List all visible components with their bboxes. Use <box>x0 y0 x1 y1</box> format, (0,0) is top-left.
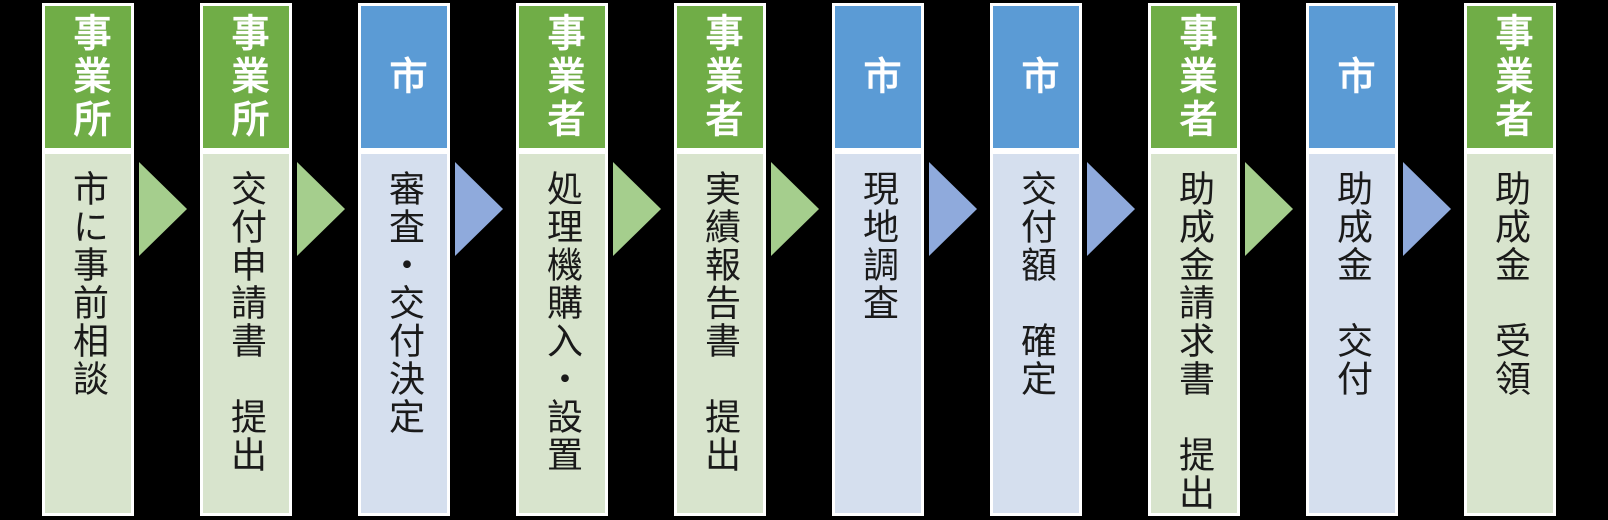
actor-label: 事業所 <box>225 12 267 142</box>
actor-header: 市 <box>832 3 924 151</box>
actor-label: 市 <box>383 55 425 99</box>
flow-step: 事業者 助成金 受領 <box>1464 3 1556 516</box>
flow-step: 市 審査・交付決定 <box>358 3 450 516</box>
actor-header: 事業所 <box>200 3 292 151</box>
step-label: 助成金 受領 <box>1490 170 1531 398</box>
step-label: 助成金請求書 提出 <box>1174 170 1215 512</box>
step-body: 交付申請書 提出 <box>200 151 292 516</box>
actor-header: 市 <box>358 3 450 151</box>
arrow-right-icon <box>771 162 819 256</box>
actor-header: 事業者 <box>674 3 766 151</box>
arrow-right-icon <box>613 162 661 256</box>
arrow-right-icon <box>929 162 977 256</box>
flow-step: 事業者 実績報告書 提出 <box>674 3 766 516</box>
step-body: 交付額 確定 <box>990 151 1082 516</box>
arrow-gap <box>1398 3 1464 516</box>
actor-label: 事業所 <box>67 12 109 142</box>
actor-header: 事業者 <box>1148 3 1240 151</box>
step-body: 審査・交付決定 <box>358 151 450 516</box>
arrow-gap <box>766 3 832 516</box>
actor-header: 事業者 <box>516 3 608 151</box>
arrow-gap <box>924 3 990 516</box>
actor-header: 市 <box>990 3 1082 151</box>
flow-step: 市 交付額 確定 <box>990 3 1082 516</box>
step-body: 市に事前相談 <box>42 151 134 516</box>
actor-header: 市 <box>1306 3 1398 151</box>
flow-step: 市 現地調査 <box>832 3 924 516</box>
arrow-gap <box>450 3 516 516</box>
step-body: 助成金請求書 提出 <box>1148 151 1240 516</box>
flow-step: 事業者 処理機購入・設置 <box>516 3 608 516</box>
actor-header: 事業者 <box>1464 3 1556 151</box>
arrow-right-icon <box>1245 162 1293 256</box>
actor-label: 事業者 <box>1489 12 1531 142</box>
flow-step: 事業者 助成金請求書 提出 <box>1148 3 1240 516</box>
step-label: 助成金 交付 <box>1332 170 1373 398</box>
actor-label: 市 <box>1331 55 1373 99</box>
arrow-right-icon <box>455 162 503 256</box>
step-body: 処理機購入・設置 <box>516 151 608 516</box>
actor-label: 事業者 <box>541 12 583 142</box>
step-body: 現地調査 <box>832 151 924 516</box>
step-label: 実績報告書 提出 <box>700 170 741 474</box>
step-label: 市に事前相談 <box>68 170 109 398</box>
actor-label: 事業者 <box>1173 12 1215 142</box>
actor-label: 市 <box>1015 55 1057 99</box>
arrow-gap <box>1240 3 1306 516</box>
arrow-right-icon <box>1087 162 1135 256</box>
flow-step: 事業所 市に事前相談 <box>42 3 134 516</box>
arrow-gap <box>1082 3 1148 516</box>
step-label: 現地調査 <box>858 170 899 322</box>
arrow-gap <box>608 3 674 516</box>
step-label: 交付額 確定 <box>1016 170 1057 398</box>
arrow-right-icon <box>297 162 345 256</box>
flow-step: 市 助成金 交付 <box>1306 3 1398 516</box>
flow-step: 事業所 交付申請書 提出 <box>200 3 292 516</box>
step-body: 助成金 受領 <box>1464 151 1556 516</box>
actor-label: 事業者 <box>699 12 741 142</box>
actor-header: 事業所 <box>42 3 134 151</box>
step-body: 助成金 交付 <box>1306 151 1398 516</box>
step-label: 処理機購入・設置 <box>542 170 583 474</box>
actor-label: 市 <box>857 55 899 99</box>
step-label: 審査・交付決定 <box>384 170 425 436</box>
step-body: 実績報告書 提出 <box>674 151 766 516</box>
arrow-gap <box>134 3 200 516</box>
arrow-gap <box>292 3 358 516</box>
arrow-right-icon <box>139 162 187 256</box>
step-label: 交付申請書 提出 <box>226 170 267 474</box>
arrow-right-icon <box>1403 162 1451 256</box>
